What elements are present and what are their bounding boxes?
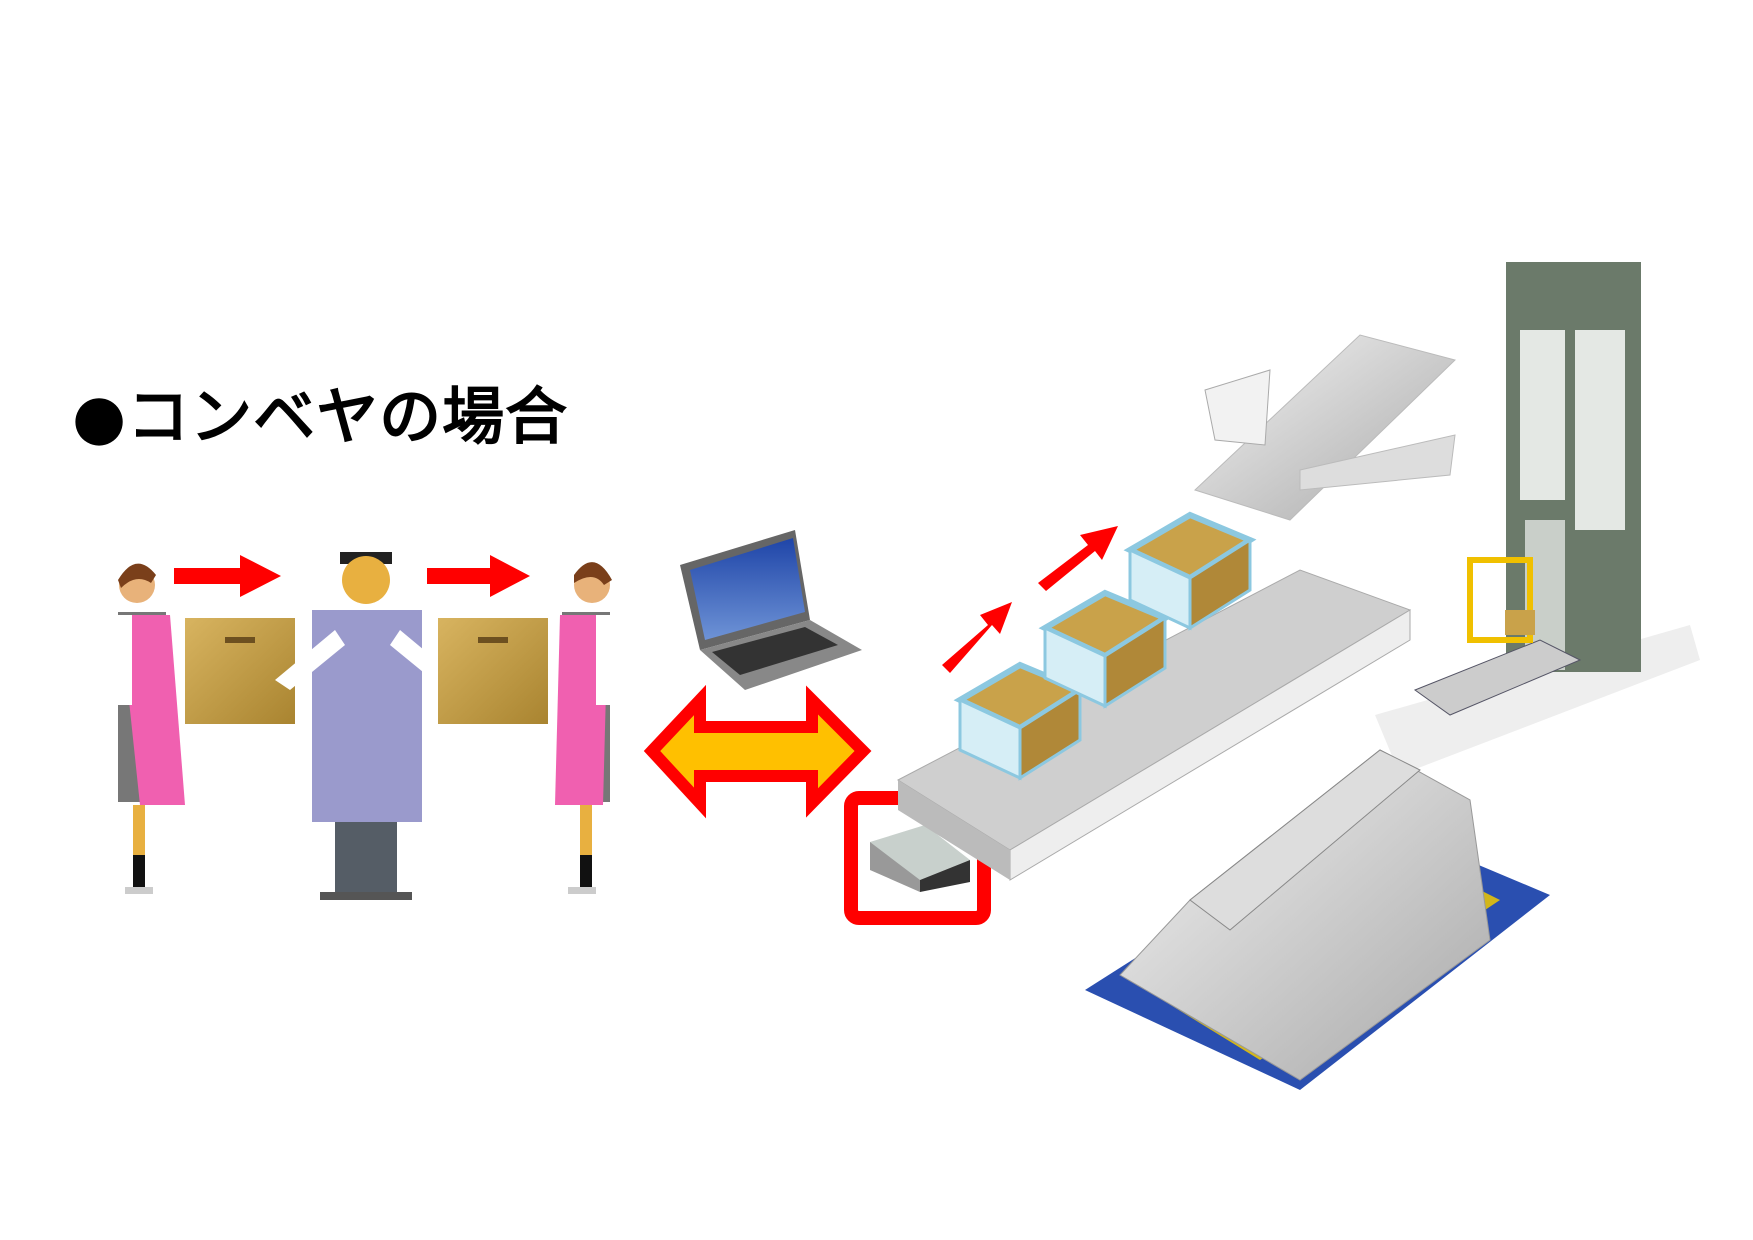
worker-woman-left [118,563,185,894]
conveyor-flow-arrow-2 [1038,526,1118,591]
automated-storage [1085,749,1550,1090]
cardboard-box-1 [185,618,295,724]
conveyor-flow-arrow-1 [942,602,1012,673]
worker-woman-right [555,562,612,894]
tote-box-1 [953,661,1087,781]
bidirectional-arrow-icon [643,684,872,819]
flow-arrow-2 [427,555,530,597]
flow-arrow-1 [174,555,281,597]
page-title: ●コンベヤの場合 [72,380,569,453]
cardboard-box-2 [438,618,548,724]
tote-box-2 [1038,589,1172,709]
main-conveyor [896,569,1412,881]
upper-conveyor [1194,334,1456,521]
tote-box-3 [1123,511,1257,631]
vertical-lifter-tower [1375,262,1700,775]
laptop-icon [680,530,862,690]
worker-man-center [275,552,460,900]
